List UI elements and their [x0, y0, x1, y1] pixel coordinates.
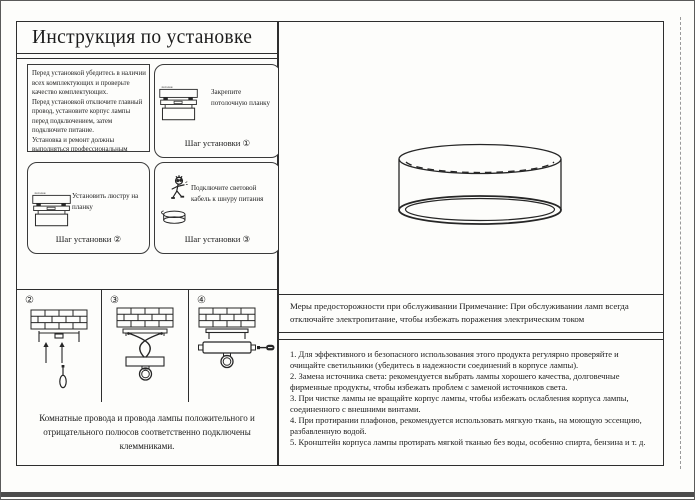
intro-box: Перед установкой убедитесь в наличии все… [27, 64, 150, 152]
electrician-cartoon-icon [171, 175, 188, 199]
bracket-screws-diagram-icon [30, 309, 88, 389]
panel-3: ③ [102, 290, 189, 402]
panel-number: ③ [110, 295, 119, 306]
ceiling-tiny-label: потолок [162, 85, 173, 89]
maintenance-item: 1. Для эффективного и безопасного исполь… [290, 349, 619, 370]
separator-line [279, 333, 663, 340]
scan-edge-band [1, 492, 694, 497]
panel-number: ② [25, 295, 34, 306]
intro-line: Перед установкой отключите главный прово… [32, 98, 143, 135]
step-label: Закрепите потолочную планку [211, 88, 270, 107]
left-column: Инструкция по установке Перед установкой… [16, 21, 281, 466]
wiring-note: Комнатные провода и провода лампы положи… [39, 413, 255, 451]
panel-2: ② [17, 290, 102, 402]
step-box-1: потолок Закрепите потолочную планку Шаг … [154, 64, 281, 158]
maintenance-item: 4. При протирании плафонов, рекомендуетс… [290, 415, 642, 436]
panel-4: ④ [189, 290, 277, 402]
step-label: Установить люстру на планку [72, 192, 139, 211]
step-label: Подключите световой кабель к шнуру питан… [191, 184, 264, 203]
lamp-drawing-area [279, 22, 663, 295]
lamp-screwdriver-diagram-icon [198, 307, 275, 369]
maintenance-item: 5. Кронштейн корпуса лампы протирать мяг… [290, 437, 646, 448]
maintenance-item: 2. Замена источника света: рекомендуется… [290, 371, 620, 392]
panel-number: ④ [197, 295, 206, 306]
page-fold-line [680, 17, 681, 469]
crossed-wires-lamp-diagram-icon [116, 307, 174, 381]
page-title: Инструкция по установке [17, 22, 277, 54]
ceiling-plank-diagram-icon: потолок [32, 191, 71, 227]
step-caption: Шаг установки ① [184, 138, 251, 148]
drum-lamp-drawing [398, 143, 562, 225]
title-underline [17, 54, 277, 59]
maintenance-list: 1. Для эффективного и безопасного исполь… [279, 340, 663, 465]
drum-lamp-small-icon [161, 210, 186, 224]
screwdriver-icon [257, 344, 275, 351]
maintenance-item: 3. При чистке лампы не вращайте корпус л… [290, 393, 629, 414]
intro-line: Установка и ремонт должны выполняться пр… [32, 136, 128, 152]
ceiling-tiny-label: потолок [35, 191, 46, 195]
step-box-3: Подключите световой кабель к шнуру питан… [154, 162, 281, 254]
intro-line: Перед установкой убедитесь в наличии все… [32, 70, 146, 97]
step-caption: Шаг установки ③ [184, 234, 251, 244]
step-box-2: потолок Установить люстру на планку Шаг … [27, 162, 150, 254]
ceiling-plank-diagram-icon: потолок [159, 85, 198, 121]
precautions-text: Меры предосторожности при обслуживании П… [279, 295, 663, 333]
right-column: Меры предосторожности при обслуживании П… [278, 21, 664, 466]
assembly-panels: ② [17, 289, 277, 402]
step-caption: Шаг установки ② [55, 234, 122, 244]
